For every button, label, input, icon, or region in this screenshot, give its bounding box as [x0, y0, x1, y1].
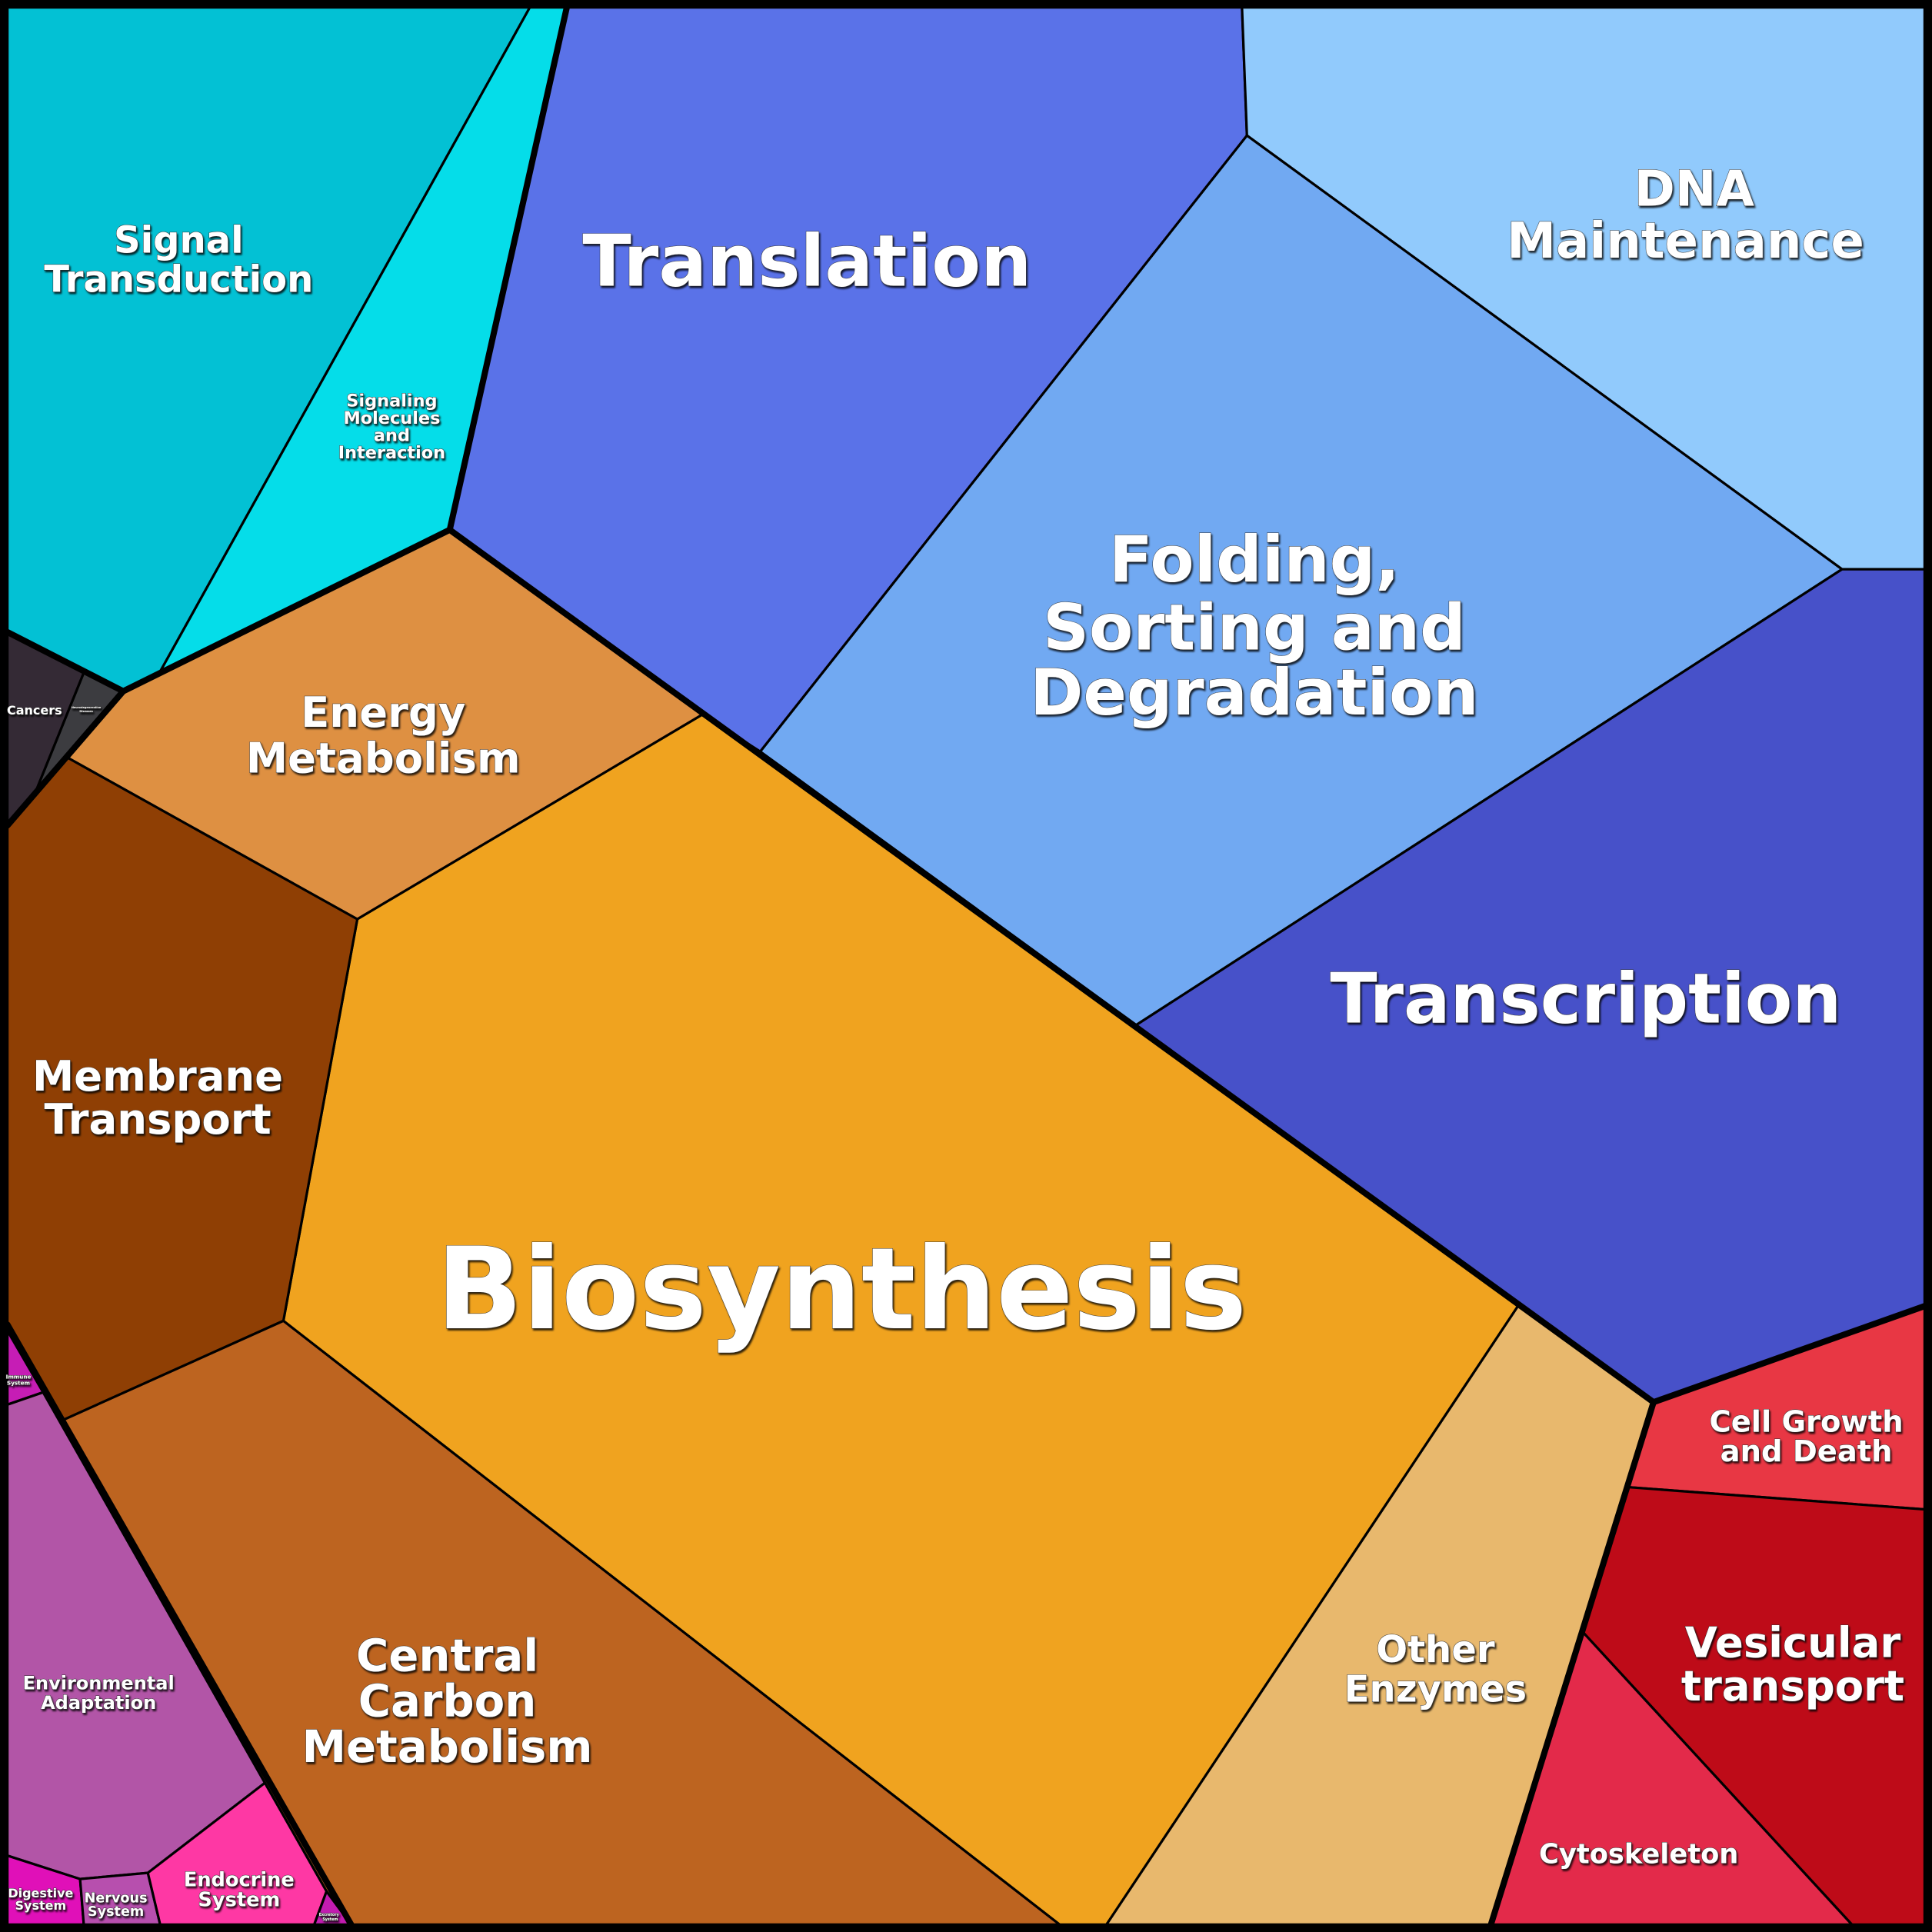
group-boundary: [4, 1321, 355, 1928]
group-boundary: [4, 688, 127, 829]
label-translation: Translation: [582, 220, 1031, 303]
group-boundary: [446, 4, 1657, 1928]
group-boundary: [1650, 1303, 1928, 1406]
label-biosynthesis: Biosynthesis: [436, 1223, 1247, 1355]
label-transcription: Transcription: [1330, 960, 1841, 1040]
label-cytoskeleton: Cytoskeleton: [1539, 1838, 1738, 1870]
label-cancers: Cancers: [7, 703, 62, 718]
